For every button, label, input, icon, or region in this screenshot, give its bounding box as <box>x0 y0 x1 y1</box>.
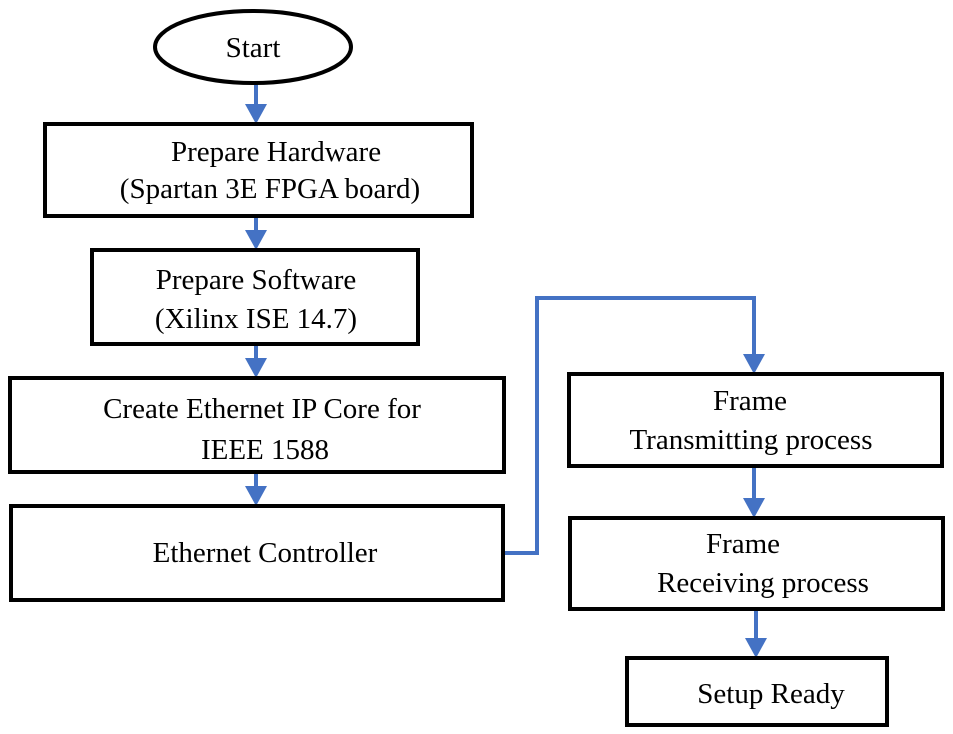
process-box <box>9 504 505 602</box>
node-ethernet-controller: Ethernet Controller <box>9 504 505 602</box>
node-prepare-software-line-1: Prepare Software <box>156 264 357 296</box>
node-prepare-hardware-line-1: Prepare Hardware <box>171 136 381 168</box>
connectors <box>245 84 767 658</box>
arrowhead <box>245 104 267 124</box>
node-frame-transmitting-line-1: Frame <box>713 385 787 417</box>
arrowhead <box>245 358 267 378</box>
node-ethernet-controller-label: Ethernet Controller <box>153 537 378 569</box>
process-box <box>8 376 506 474</box>
node-frame-receiving-line-2: Receiving process <box>657 567 869 599</box>
node-frame-transmitting: Frame Transmitting process <box>567 372 944 468</box>
node-prepare-software: Prepare Software (Xilinx ISE 14.7) <box>90 248 420 346</box>
node-start-label: Start <box>226 32 281 64</box>
arrowhead <box>745 638 767 658</box>
process-box <box>625 656 889 727</box>
process-box <box>568 516 945 611</box>
node-create-ip-core: Create Ethernet IP Core for IEEE 1588 <box>8 376 506 474</box>
node-prepare-hardware: Prepare Hardware (Spartan 3E FPGA board) <box>43 122 474 218</box>
arrowhead <box>743 354 765 374</box>
arrowhead <box>245 230 267 250</box>
node-prepare-software-line-2: (Xilinx ISE 14.7) <box>155 303 357 335</box>
connector-controller-to-transmitting <box>503 296 756 555</box>
node-start: Start <box>153 9 353 85</box>
node-frame-receiving-line-1: Frame <box>706 528 780 560</box>
arrowhead <box>743 498 765 518</box>
arrowhead <box>245 486 267 506</box>
node-frame-transmitting-line-2: Transmitting process <box>629 424 872 456</box>
process-box <box>567 372 944 468</box>
node-create-ip-core-line-1: Create Ethernet IP Core for <box>103 393 421 425</box>
node-setup-ready-label: Setup Ready <box>697 678 845 710</box>
process-box <box>43 122 474 218</box>
node-prepare-hardware-line-2: (Spartan 3E FPGA board) <box>120 173 420 205</box>
process-box <box>90 248 420 346</box>
start-terminal-shape <box>153 9 353 85</box>
node-frame-receiving: Frame Receiving process <box>568 516 945 611</box>
node-create-ip-core-line-2: IEEE 1588 <box>201 434 329 466</box>
node-setup-ready: Setup Ready <box>625 656 889 727</box>
